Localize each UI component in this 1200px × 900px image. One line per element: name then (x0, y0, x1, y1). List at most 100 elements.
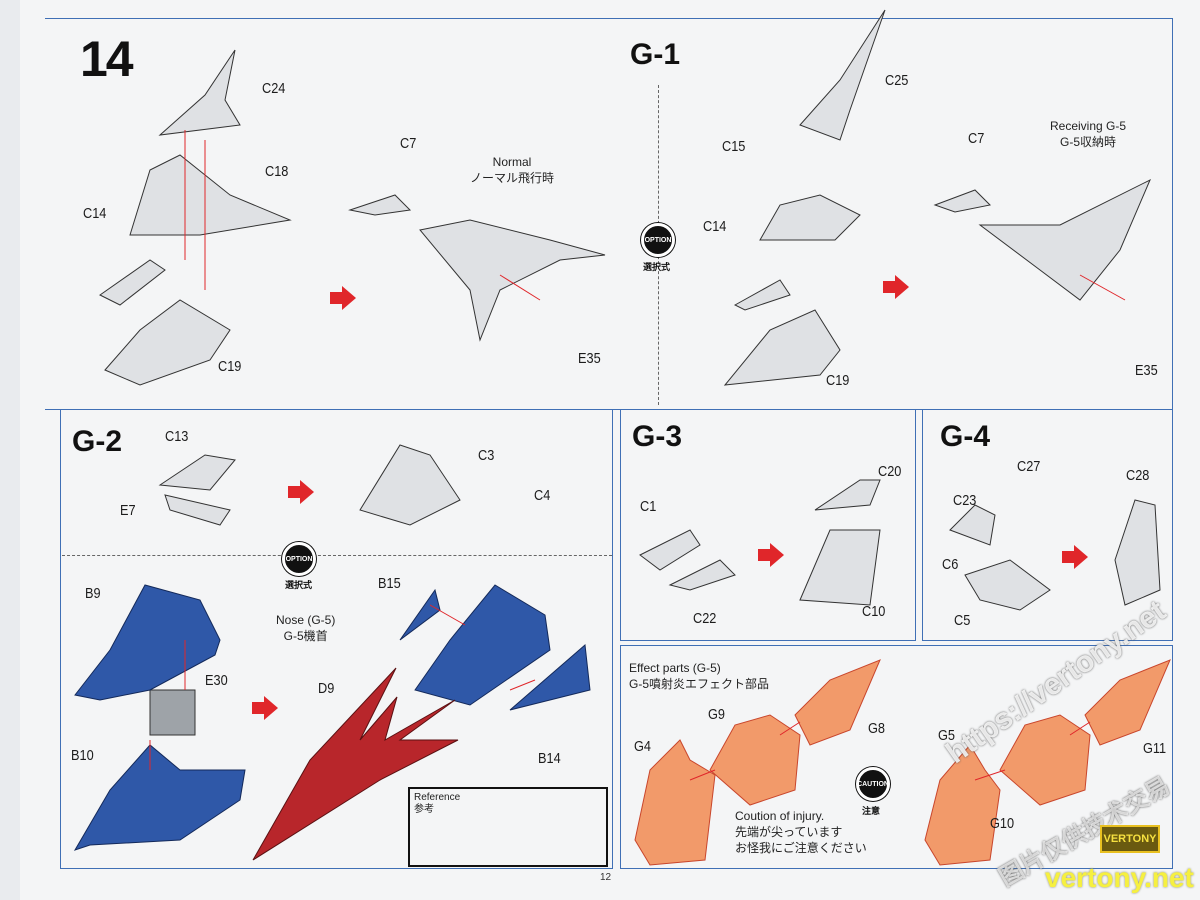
part-c20 (814, 479, 881, 511)
part-normal-body (419, 219, 606, 342)
part-c7b (933, 189, 992, 213)
part-c3c4 (359, 444, 461, 526)
part-c10 (799, 529, 881, 606)
step-title-g2: G-2 (72, 425, 123, 458)
part-g4 (634, 739, 716, 866)
panel-effect-parts (620, 645, 1173, 869)
part-c14 (99, 259, 166, 306)
note-jp: G-5収納時 (1060, 135, 1117, 149)
part-b15 (399, 588, 441, 641)
part-g11 (1084, 659, 1171, 746)
part-label: C15 (722, 138, 746, 155)
part-label: E35 (1135, 362, 1158, 379)
part-label: C23 (953, 492, 977, 509)
next-arrow-icon (252, 696, 278, 720)
part-e30 (149, 689, 196, 736)
normal-note: Normal ノーマル飛行時 (470, 154, 554, 186)
part-label: C7 (400, 135, 417, 152)
part-label: E7 (120, 502, 136, 519)
part-label: G5 (938, 727, 956, 744)
note-jp: ノーマル飛行時 (470, 171, 555, 185)
divider (62, 555, 612, 556)
nose-note: Nose (G-5)G-5機首 (276, 612, 335, 644)
part-e7 (164, 494, 231, 526)
note-jp: 参考 (414, 804, 434, 815)
next-arrow-icon (758, 543, 784, 567)
next-arrow-icon (288, 480, 314, 504)
option-badge-caption: 選択式 (643, 262, 671, 272)
caution-note: Coution of injury. 先端が尖っていますお怪我にご注意ください (735, 808, 867, 856)
note-en: Receiving G-5 (1050, 119, 1127, 133)
part-d9 (252, 667, 459, 861)
part-label: C18 (265, 163, 289, 180)
option-badge: OPTION (641, 223, 675, 257)
note-en: Coution of injury. (735, 809, 825, 823)
part-c15 (759, 194, 861, 241)
part-c19b (723, 309, 841, 386)
step-number-14: 14 (80, 31, 134, 87)
page-number: 12 (600, 872, 612, 883)
note-jp: 先端が尖っています (735, 825, 843, 839)
option-badge: OPTION (282, 542, 316, 576)
part-label: G10 (990, 815, 1015, 832)
part-c24 (158, 49, 241, 136)
note-en: Effect parts (G-5) (629, 661, 721, 675)
part-label: B9 (85, 585, 101, 602)
part-label: D9 (318, 680, 335, 697)
step-title-g4: G-4 (940, 420, 991, 453)
part-label: C14 (703, 218, 727, 235)
manual-page (20, 0, 1200, 900)
panel-step-14 (45, 18, 1173, 410)
part-b10 (73, 744, 246, 851)
part-label: C28 (1126, 467, 1150, 484)
reference-box (408, 787, 608, 867)
next-arrow-icon (883, 275, 909, 299)
part-c23 (949, 504, 996, 546)
part-label: C7 (968, 130, 985, 147)
note-en: Reference (414, 792, 461, 803)
note-en: Normal (492, 155, 532, 169)
part-label: C27 (1017, 458, 1041, 475)
part-label: B10 (71, 747, 94, 764)
part-c25 (799, 9, 886, 141)
part-label: C19 (826, 372, 850, 389)
caution-badge: CAUTION (856, 767, 890, 801)
next-arrow-icon (330, 286, 356, 310)
part-c13 (158, 454, 236, 491)
effect-note: Effect parts (G-5) G-5噴射炎エフェクト部品 (629, 660, 769, 692)
part-g10 (999, 714, 1091, 806)
part-c7 (348, 194, 412, 216)
part-g9 (709, 714, 801, 806)
part-label: G9 (708, 706, 726, 723)
part-label: G4 (634, 738, 652, 755)
part-label: C10 (862, 603, 886, 620)
part-c18 (129, 154, 292, 236)
next-arrow-icon (1062, 545, 1088, 569)
part-c6c5 (964, 559, 1051, 611)
note-jp: お怪我にご注意ください (735, 841, 867, 855)
panel-g2 (60, 409, 613, 869)
part-label: E30 (205, 672, 228, 689)
part-g5 (924, 744, 1001, 866)
part-g8 (794, 659, 881, 746)
part-label: C3 (478, 447, 495, 464)
step-title-g3: G-3 (632, 420, 683, 453)
part-label: C19 (218, 358, 242, 375)
part-label: G8 (868, 720, 886, 737)
part-label: G11 (1143, 740, 1167, 757)
part-b9 (74, 584, 221, 701)
part-nose-body (414, 584, 551, 706)
option-badge-caption: 選択式 (285, 580, 313, 590)
part-receiving-body (978, 178, 1151, 301)
note-jp: G-5噴射炎エフェクト部品 (629, 677, 770, 691)
part-label: B15 (378, 575, 401, 592)
panel-g3 (620, 409, 916, 641)
part-label: C13 (165, 428, 189, 445)
step-title-g1: G-1 (630, 38, 681, 71)
note-jp: G-5機首 (283, 629, 328, 643)
watermark-site: vertony.net (1045, 862, 1194, 893)
part-label: C4 (534, 487, 551, 504)
